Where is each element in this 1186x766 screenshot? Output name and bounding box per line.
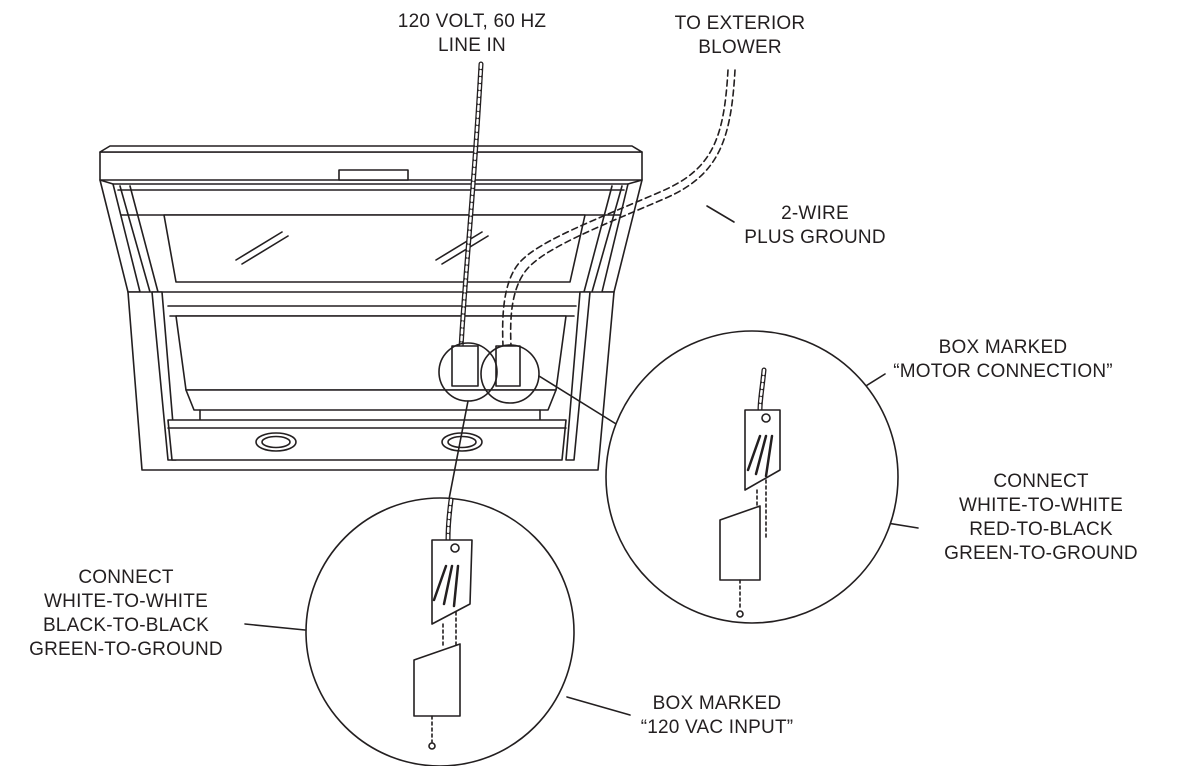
input-connect-label-line-4: GREEN-TO-GROUND — [29, 639, 223, 660]
blower-cable — [501, 69, 736, 347]
motor-connect-label: CONNECT WHITE-TO-WHITE RED-TO-BLACK GREE… — [916, 470, 1166, 566]
motor-connect-label-line-1: CONNECT — [993, 471, 1089, 492]
motor-box-label-line-2: “MOTOR CONNECTION” — [893, 361, 1113, 382]
motor-box-label-line-1: BOX MARKED — [938, 337, 1068, 358]
input-box-label-line-1: BOX MARKED — [652, 693, 782, 714]
line-in-cable — [458, 61, 484, 351]
input-connect-label-line-3: BLACK-TO-BLACK — [42, 615, 210, 636]
input-box-label-line-2: “120 VAC INPUT” — [640, 717, 794, 738]
motor-connection-detail — [605, 330, 899, 624]
range-hood — [99, 145, 643, 471]
motor-connect-label-line-3: RED-TO-BLACK — [969, 519, 1113, 540]
exterior-blower-label-line-2: BLOWER — [698, 37, 782, 58]
hood-junction-boxes — [438, 342, 540, 404]
leader-lines — [244, 205, 919, 716]
two-wire-label-line-1: 2-WIRE — [781, 203, 849, 224]
vac-input-detail — [305, 497, 575, 766]
motor-connect-label-line-4: GREEN-TO-GROUND — [944, 543, 1138, 564]
input-connect-label: CONNECT WHITE-TO-WHITE BLACK-TO-BLACK GR… — [4, 566, 248, 662]
two-wire-label: 2-WIRE PLUS GROUND — [730, 202, 900, 250]
input-box-label: BOX MARKED “120 VAC INPUT” — [612, 692, 822, 740]
exterior-blower-label: TO EXTERIOR BLOWER — [650, 12, 830, 60]
two-wire-label-line-2: PLUS GROUND — [744, 227, 886, 248]
input-connect-label-line-1: CONNECT — [78, 567, 174, 588]
line-in-label: 120 VOLT, 60 HZ LINE IN — [374, 10, 570, 58]
exterior-blower-label-line-1: TO EXTERIOR — [674, 13, 806, 34]
motor-box-label: BOX MARKED “MOTOR CONNECTION” — [864, 336, 1142, 384]
line-in-label-line-2: LINE IN — [438, 35, 506, 56]
input-connect-label-line-2: WHITE-TO-WHITE — [44, 591, 208, 612]
motor-connect-label-line-2: WHITE-TO-WHITE — [959, 495, 1123, 516]
line-in-label-line-1: 120 VOLT, 60 HZ — [397, 11, 547, 32]
